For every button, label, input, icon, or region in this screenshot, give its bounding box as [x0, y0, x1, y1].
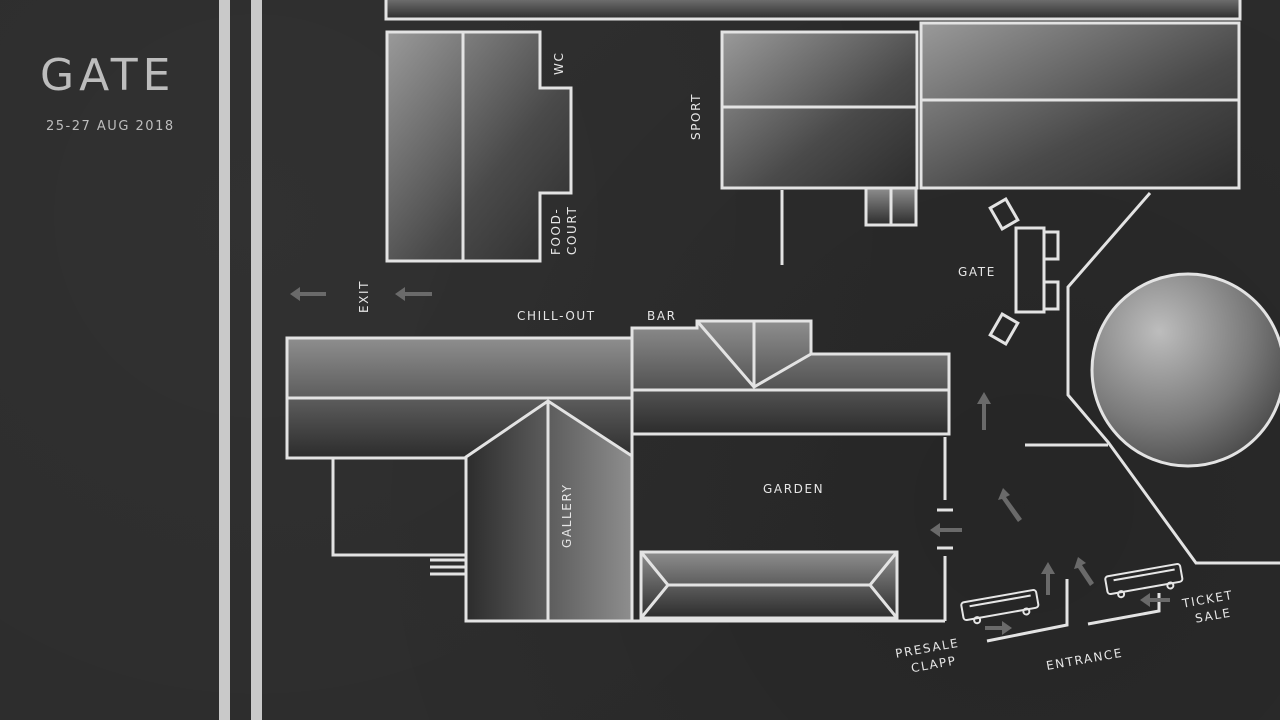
event-title: GATE — [40, 50, 176, 101]
road-line-left — [219, 0, 230, 720]
label-garden: GARDEN — [763, 482, 824, 496]
label-court: COURT — [565, 206, 579, 255]
entrance-lane-1 — [986, 579, 1069, 643]
arrow-up-icon — [977, 392, 1094, 595]
garden-area — [630, 434, 953, 623]
label-wc: WC — [552, 52, 566, 75]
building-sport — [720, 21, 1241, 265]
label-sport: SPORT — [689, 93, 703, 140]
bus-icon — [960, 563, 1184, 625]
label-gate: GATE — [958, 265, 996, 279]
building-top — [384, 0, 1242, 21]
label-sale: SALE — [1194, 606, 1233, 626]
label-bar: BAR — [647, 309, 677, 323]
label-gallery: GALLERY — [560, 483, 574, 548]
label-exit: EXIT — [357, 280, 371, 313]
arrow-right-icon — [985, 621, 1012, 635]
road-line-right — [251, 0, 262, 720]
arrow-left-icon — [290, 287, 1170, 607]
building-garden-hall — [639, 550, 899, 620]
arena-wall — [1066, 192, 1280, 565]
label-entrance: ENTRANCE — [1045, 646, 1124, 673]
event-date: 25-27 AUG 2018 — [46, 119, 175, 134]
building-food-court — [385, 30, 573, 263]
building-bar — [630, 319, 951, 436]
gate-booths — [988, 197, 1060, 346]
arena-dome — [1090, 272, 1280, 468]
label-chill-out: CHILL-OUT — [517, 309, 596, 323]
label-food: FOOD- — [549, 208, 563, 255]
